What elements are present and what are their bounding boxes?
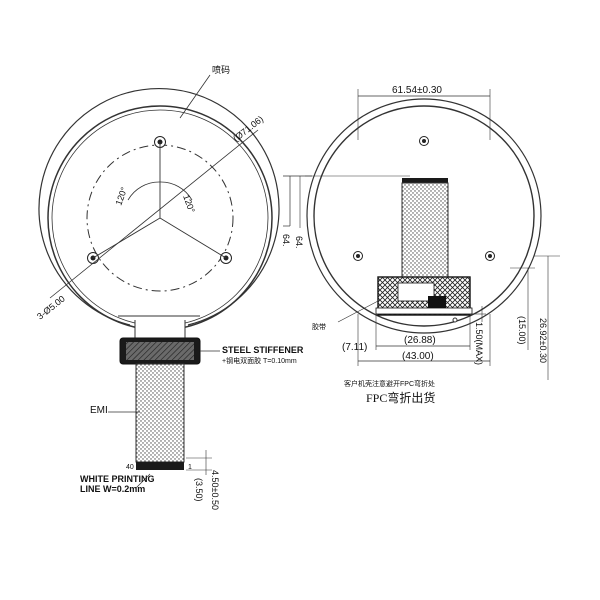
right-outer-bezel: [306, 98, 542, 334]
angle-label-b: 120°: [181, 193, 197, 214]
right-hole-left: [353, 251, 363, 261]
note-big: FPC弯折出货: [366, 390, 435, 405]
note-small: 客户机壳注意避开FPC弯折处: [344, 379, 435, 388]
dim-2688: (26.88): [404, 335, 436, 346]
dia-hole-label: 3-Ø5.00: [35, 294, 67, 322]
dim-width: 61.54±0.30: [392, 85, 442, 96]
stiffener-note: +钢电双面胶 T=0.10mm: [222, 356, 297, 365]
dim-711: (7.11): [342, 342, 367, 353]
dim-64-left: 64.: [281, 234, 291, 247]
tape-label: 胶带: [312, 322, 326, 331]
emi-label: EMI: [90, 405, 108, 416]
right-inner-circle: [313, 105, 535, 327]
stiffener-label: STEEL STIFFENER: [222, 345, 304, 355]
left-view: 120° 120° (Ø71.06) 3-Ø5.00 喷码 64. STEEL …: [35, 65, 312, 510]
right-view: 61.54±0.30 64. 40 1: [294, 85, 560, 405]
right-emi-flex: [401, 182, 449, 278]
right-contact-strip: [402, 178, 448, 183]
dim-1500: (15.00): [517, 316, 527, 345]
angle-label-a: 120°: [113, 185, 129, 206]
emi-flex: [135, 363, 185, 463]
left-pin-1: 1: [188, 464, 192, 471]
dim-2692: 26.92±0.30: [538, 318, 548, 363]
dim-350: (3.50): [194, 478, 204, 502]
white-printing-line1: WHITE PRINTING: [80, 474, 155, 484]
dim-150: 1.50(MAX): [474, 322, 484, 365]
dim-64-right: 64.: [294, 236, 304, 249]
left-pin-40: 40: [126, 464, 134, 471]
code-label: 喷码: [212, 65, 230, 75]
dim-450: 4.50±0.50: [210, 470, 220, 510]
dia-outer-label: (Ø71.06): [231, 114, 265, 144]
right-hole-top: [419, 136, 429, 146]
white-printing-line2: LINE W=0.2mm: [80, 484, 145, 494]
left-outer-bezel: [38, 88, 280, 326]
right-hole-right: [485, 251, 495, 261]
left-contact-strip: [136, 462, 184, 470]
dim-4300: (43.00): [402, 351, 434, 362]
